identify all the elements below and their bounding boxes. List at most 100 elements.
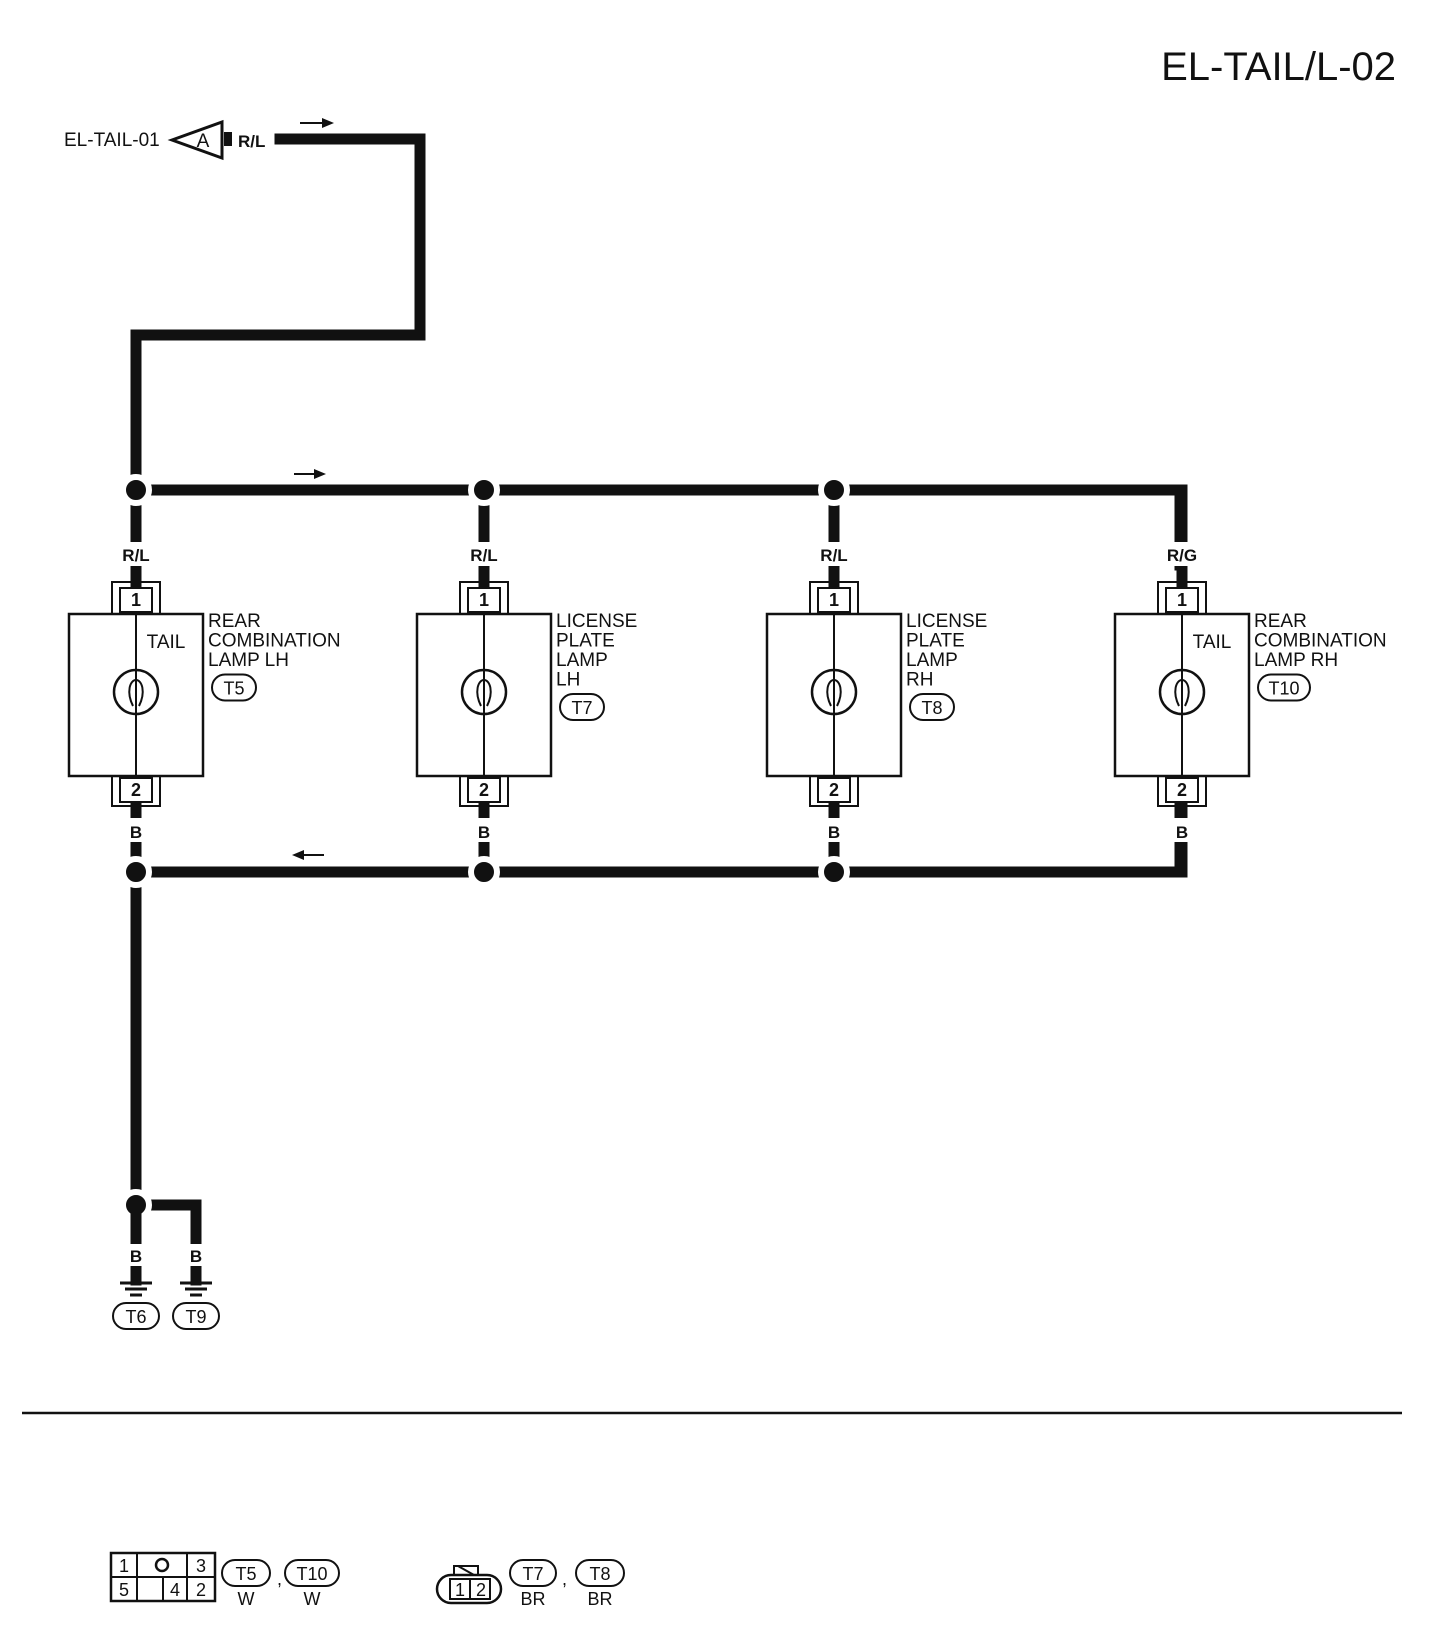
wire-color-label: B: [478, 823, 490, 842]
lamp-id-badge: T5: [211, 673, 257, 702]
ground-symbol-icon: [120, 1268, 152, 1297]
pin-number: 1: [131, 590, 141, 610]
wire-color-label: R/L: [470, 546, 497, 565]
lamp-label-line: LICENSE: [556, 611, 637, 632]
flow-arrow-icon: [292, 850, 324, 860]
junction-node: [818, 474, 850, 506]
pin-number: 2: [196, 1580, 206, 1600]
lamp-label-line: LAMP LH: [208, 650, 289, 671]
lamp-label-line: LAMP: [556, 650, 608, 671]
legend-color-code: W: [238, 1589, 255, 1609]
legend-color-code: BR: [520, 1589, 545, 1609]
ground-id-badge: T6: [112, 1302, 160, 1330]
pin-number: 2: [479, 780, 489, 800]
bulb-icon: [810, 668, 858, 716]
lamp-label-line: PLATE: [906, 631, 965, 652]
bulb-icon: [112, 668, 160, 716]
terminal-2: 2: [111, 776, 161, 807]
wire-color-label: R/G: [1167, 546, 1197, 565]
lamp-inner-label: TAIL: [1193, 632, 1232, 653]
pin-number: 2: [131, 780, 141, 800]
lamp-label-line: LH: [556, 670, 580, 691]
connector-latch-icon: [453, 1565, 479, 1575]
wire-color-label: B: [130, 823, 142, 842]
wire-color-label: R/L: [820, 546, 847, 565]
page-title: EL-TAIL/L-02: [1161, 45, 1396, 89]
junction-node: [120, 856, 152, 888]
lamp-label-line: PLATE: [556, 631, 615, 652]
lamp-id-badge: T8: [909, 693, 955, 721]
junction-nodes: [120, 474, 850, 1221]
pin-number: 3: [196, 1556, 206, 1576]
legend-separator: ,: [277, 1569, 282, 1589]
wire-color-label: B: [190, 1247, 202, 1266]
lamp-label-line: COMBINATION: [208, 631, 341, 652]
connector-key-icon: [154, 1557, 170, 1573]
legend-id-badge-text: T8: [589, 1564, 610, 1584]
wire-color-label: B: [1176, 823, 1188, 842]
connector-a-flag: A: [167, 119, 224, 161]
pin-number: 1: [455, 1580, 465, 1600]
legend-id-badge-text: T5: [235, 1564, 256, 1584]
bottom-bus-wire: [130, 802, 1186, 878]
legend-separator: ,: [562, 1569, 567, 1589]
legend-id-badge: T8: [575, 1559, 625, 1587]
ground-group: BT6 B T9: [112, 1199, 220, 1330]
terminal-1: 1: [809, 581, 859, 614]
legend-color-code: W: [304, 1589, 321, 1609]
wire-color-label: B: [828, 823, 840, 842]
lamp-label-line: LAMP: [906, 650, 958, 671]
terminal-2: 2: [459, 776, 509, 807]
flow-arrow-icon: [300, 118, 334, 128]
junction-node: [468, 474, 500, 506]
junction-node: [120, 474, 152, 506]
pin-number: 1: [479, 590, 489, 610]
flow-arrow-icon: [294, 469, 326, 479]
lamp-id-badge-text: T7: [571, 698, 592, 718]
connector-a-stub: [224, 132, 232, 146]
source-ref-label: EL-TAIL-01: [64, 130, 160, 151]
ground-id-badge: T9: [172, 1302, 220, 1330]
ground-symbol-icon: [180, 1268, 212, 1297]
pin-number: 1: [119, 1556, 129, 1576]
ground-id-badge-text: T9: [185, 1307, 206, 1327]
lamp-label-line: LAMP RH: [1254, 650, 1338, 671]
ground-t6: BT6: [112, 1199, 160, 1330]
lamp-id-badge: T10: [1257, 673, 1311, 702]
lamp-id-badge-text: T8: [921, 698, 942, 718]
legend-color-code: BR: [587, 1589, 612, 1609]
pin-number: 4: [170, 1580, 180, 1600]
pin-number: 1: [829, 590, 839, 610]
lamp-id-badge-text: T5: [223, 679, 244, 699]
top-bus-wire: [130, 484, 1186, 571]
ground-id-badge-text: T6: [125, 1307, 146, 1327]
wire-color-label: R/L: [122, 546, 149, 565]
connector-a-letter: A: [197, 131, 210, 152]
pin-number: 2: [476, 1580, 486, 1600]
terminal-1: 1: [1157, 581, 1207, 614]
pin-number: 2: [829, 780, 839, 800]
lamp-id-badge-text: T10: [1268, 679, 1299, 699]
lamp-label-line: REAR: [1254, 611, 1307, 632]
terminal-1: 1: [459, 581, 509, 614]
terminal-2: 2: [809, 776, 859, 807]
legend-id-badge: T10: [284, 1559, 340, 1587]
junction-node: [468, 856, 500, 888]
feed-wire: [130, 133, 426, 481]
source-wire-color: R/L: [238, 132, 265, 151]
lamp-label-line: LICENSE: [906, 611, 987, 632]
bulb-icon: [460, 668, 508, 716]
bulb-icon: [1158, 668, 1206, 716]
legend-id-badge: T7: [509, 1559, 557, 1587]
lamp-label-line: REAR: [208, 611, 261, 632]
pin-number: 5: [119, 1580, 129, 1600]
